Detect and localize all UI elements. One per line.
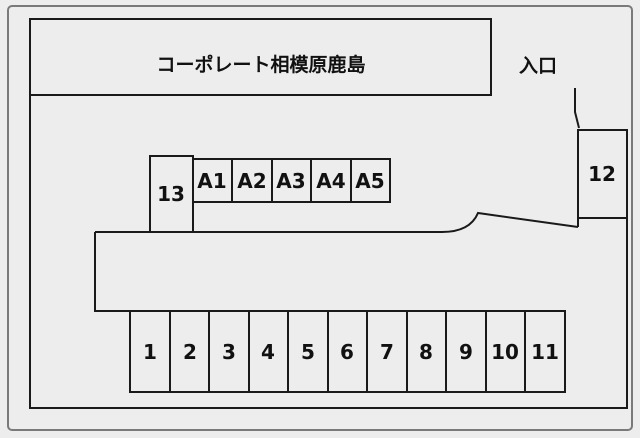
space-label-13: 13	[157, 182, 185, 206]
space-label-7: 7	[380, 340, 394, 364]
space-label-2: 2	[183, 340, 197, 364]
building-outline	[29, 18, 492, 96]
space-a5	[350, 158, 391, 203]
space-label-a5: A5	[355, 169, 384, 193]
space-label-10: 10	[491, 340, 519, 364]
building-title: コーポレート相模原鹿島	[156, 53, 365, 76]
aisle-upper-line	[95, 211, 579, 233]
space-label-a3: A3	[276, 169, 305, 193]
space-label-11: 11	[531, 340, 559, 364]
space-label-3: 3	[222, 340, 236, 364]
canvas-border	[7, 5, 633, 431]
space-label-8: 8	[419, 340, 433, 364]
space-label-4: 4	[261, 340, 275, 364]
space-label-a2: A2	[237, 169, 266, 193]
boundary-entrance-right	[574, 88, 580, 129]
aisle-left-line	[94, 232, 130, 312]
space-label-5: 5	[301, 340, 315, 364]
space-label-12: 12	[588, 162, 616, 186]
bottom-row-outline	[129, 310, 566, 393]
entrance-label: 入口	[519, 55, 557, 77]
space-label-a1: A1	[197, 169, 226, 193]
property-boundary	[29, 95, 628, 409]
space-label-a4: A4	[316, 169, 345, 193]
space-12	[577, 129, 628, 219]
space-label-1: 1	[143, 340, 157, 364]
space-label-9: 9	[459, 340, 473, 364]
space-label-6: 6	[340, 340, 354, 364]
